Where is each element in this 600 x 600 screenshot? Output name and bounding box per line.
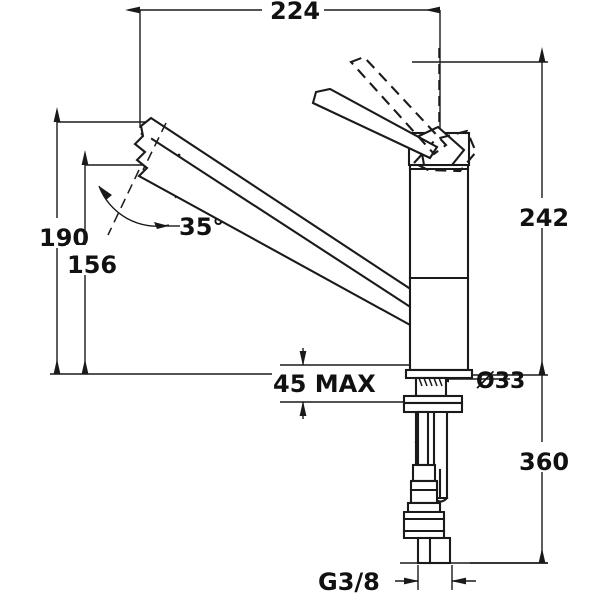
dim-190-text-bg xyxy=(38,218,86,248)
dim-156-text-bg xyxy=(66,245,114,275)
connector-body xyxy=(409,479,439,505)
dimension-360-group: 360 xyxy=(470,360,570,564)
arrow-g38-left xyxy=(404,577,419,585)
dim-label-360: 360 xyxy=(519,448,569,476)
dimension-g38-group: G3/8 xyxy=(318,565,476,596)
dim-label-diameter-33: Ø33 xyxy=(476,369,525,394)
lower-connector xyxy=(402,463,452,565)
faucet-body xyxy=(408,161,470,372)
dim-242-text-bg xyxy=(518,198,570,228)
clamp-plate-lower xyxy=(402,401,464,414)
dim-label-224: 224 xyxy=(270,0,320,25)
connector-collar-upper xyxy=(411,463,437,483)
thread-hatch-1 xyxy=(418,377,423,387)
arrow-45max-bottom xyxy=(299,401,307,416)
base-flange xyxy=(404,368,474,380)
dim-label-156: 156 xyxy=(67,251,117,279)
center-shaft xyxy=(416,410,430,467)
lever-handle-solid xyxy=(311,87,439,160)
thread-hatch-4 xyxy=(433,377,438,387)
arrow-g38-right xyxy=(451,577,466,585)
dimension-224-group: 224 xyxy=(125,0,441,166)
base-flange-plate xyxy=(404,368,474,380)
spout-aerator-detail xyxy=(142,122,181,171)
dim-label-45max: 45 MAX xyxy=(273,370,376,398)
thread-hatch-2 xyxy=(423,377,428,387)
aerator-center-dot xyxy=(177,153,181,157)
angle-arrow-right xyxy=(154,222,169,229)
dim-label-g38: G3/8 xyxy=(318,568,380,596)
lever-handle-solid-shape xyxy=(311,87,439,160)
arrow-45max-top xyxy=(299,351,307,366)
thread-hatch-3 xyxy=(428,377,433,387)
g38-male-thread xyxy=(416,536,452,565)
lever-handle-dashed xyxy=(349,55,448,156)
vertical-ref-construction xyxy=(107,169,140,236)
spout-arm xyxy=(133,116,414,328)
dimension-156-group: 156 xyxy=(66,150,148,374)
spout-arm-outline xyxy=(133,116,414,328)
spout-arm-inner-line xyxy=(150,137,414,310)
dim-label-242: 242 xyxy=(519,204,569,232)
dimension-190-group: 190 xyxy=(38,107,150,374)
lever-handle-dashed-shape xyxy=(349,55,448,156)
aerator-center-line xyxy=(142,122,167,171)
angle-arc-35 xyxy=(98,185,170,227)
dimension-45max-group: 45 MAX xyxy=(272,348,412,419)
hex-nut xyxy=(402,510,446,540)
dim-45max-text-bg xyxy=(272,368,392,398)
mounting-hardware xyxy=(402,376,464,414)
dimension-242-group: 242 xyxy=(412,47,570,376)
dim-360-text-bg xyxy=(518,442,570,472)
dim-224-text-bg xyxy=(262,0,324,22)
body-cylinder xyxy=(408,161,470,372)
thread-hatch-5 xyxy=(438,377,443,387)
angle-arrow-left xyxy=(99,186,112,200)
handle-cam-dashed xyxy=(412,129,478,173)
connector-shoulder xyxy=(406,501,442,514)
